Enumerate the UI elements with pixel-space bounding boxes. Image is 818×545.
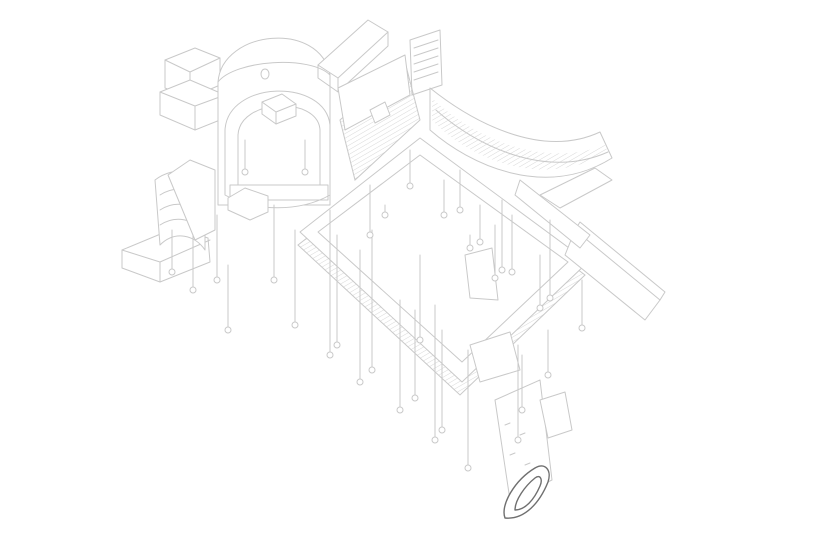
pin-end-circle — [213, 276, 221, 284]
pin-end-circle — [326, 351, 334, 359]
pin-end-circle — [224, 326, 232, 334]
pin-end-circle — [270, 276, 278, 284]
left-ribbon-beams — [121, 159, 216, 283]
pin-end-circle — [189, 286, 197, 294]
vertical-pins — [168, 139, 586, 472]
top-diagonal-beam — [317, 19, 389, 93]
pin-end-circle — [396, 406, 404, 414]
pin-end-circle — [366, 231, 374, 239]
pin-end-circle — [498, 266, 506, 274]
pin-end-circle — [514, 436, 522, 444]
pin-end-circle — [466, 244, 474, 252]
pin-end-circle — [438, 426, 446, 434]
pin-end-circle — [416, 336, 424, 344]
pin-end-circle — [544, 371, 552, 379]
pin-end-circle — [381, 211, 389, 219]
upper-left-box-beams — [159, 47, 226, 131]
pin-end-circle — [291, 321, 299, 329]
pin-end-circle — [368, 366, 376, 374]
pin-end-circle — [431, 436, 439, 444]
pin-end-circle — [491, 274, 499, 282]
pin-end-circle — [168, 268, 176, 276]
pin-end-circle — [464, 464, 472, 472]
pin-end-circle — [476, 238, 484, 246]
pin-end-circle — [411, 394, 419, 402]
pin-end-circle — [508, 268, 516, 276]
curved-roof-sweep — [429, 87, 613, 209]
highlighted-loop-tag — [503, 465, 550, 519]
pin-end-circle — [440, 211, 448, 219]
pin-end-circle — [356, 378, 364, 386]
central-hatched-wall — [337, 54, 421, 181]
pin-end-circle — [536, 304, 544, 312]
pin-end-circle — [456, 206, 464, 214]
pin-end-circle — [301, 168, 309, 176]
pin-end-circle — [406, 182, 414, 190]
right-crossing-beam — [514, 179, 666, 321]
pin-end-circle — [333, 341, 341, 349]
pin-end-circle — [518, 406, 526, 414]
pin-end-circle — [578, 324, 586, 332]
pin-end-circle — [241, 168, 249, 176]
top-ladder-tower — [409, 29, 443, 96]
arch-dome-block — [217, 37, 331, 221]
pin-end-circle — [546, 294, 554, 302]
